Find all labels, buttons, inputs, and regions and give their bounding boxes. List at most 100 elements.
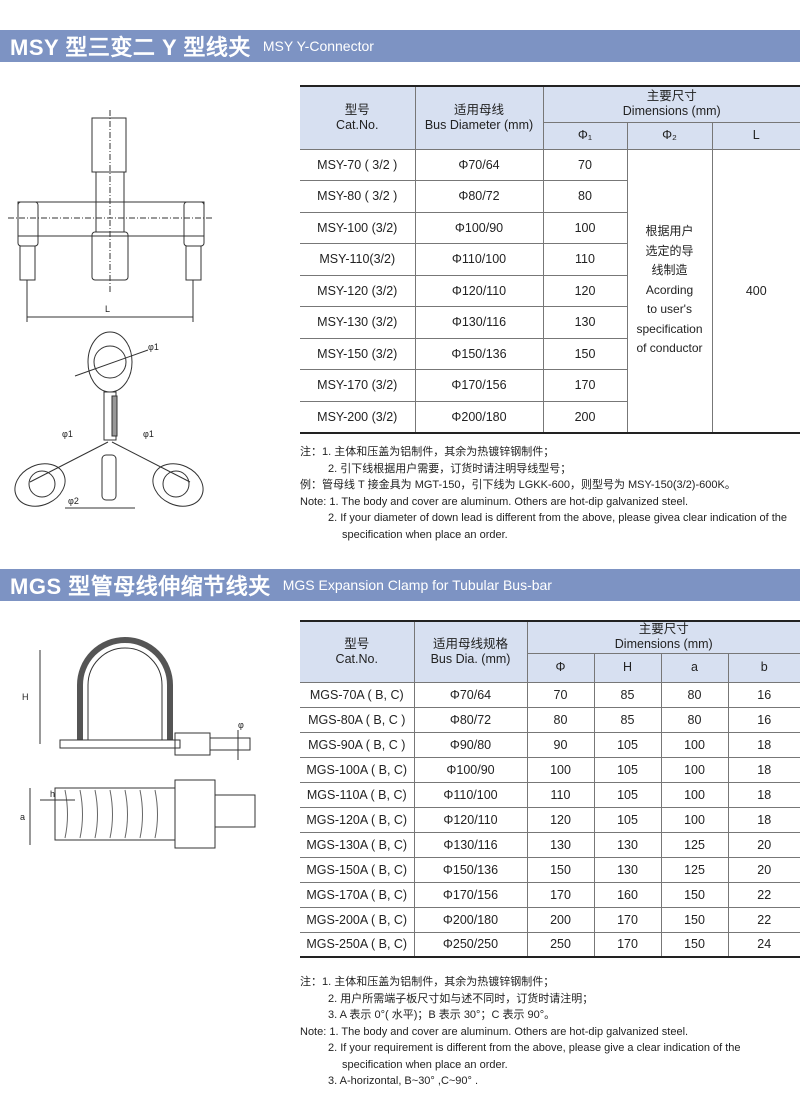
header-bus-cn: 适用母线规格: [432, 636, 508, 651]
header-dims-cn: 主要尺寸: [638, 622, 689, 637]
cell-phi1: 200: [542, 400, 627, 433]
cell-bus: Φ200/180: [413, 906, 528, 933]
header-model-en: Cat.No.: [335, 651, 378, 666]
note-line: 注：1. 主体和压盖为铝制件，其余为热镀锌钢制件；: [300, 976, 555, 988]
cell-model: MGS-100A ( B, C): [300, 756, 415, 783]
cell-model: MGS-150A ( B, C): [300, 856, 415, 883]
note-line: Note: 1. The body and cover are aluminum…: [300, 1025, 689, 1038]
cell-bus: Φ170/156: [414, 369, 544, 402]
section-title-en: MGS Expansion Clamp for Tubular Bus-bar: [282, 577, 552, 593]
note-line: 注：1. 主体和压盖为铝制件，其余为热镀锌钢制件；: [300, 446, 555, 458]
dim-label-h: h: [50, 789, 55, 799]
msy-notes: 注：1. 主体和压盖为铝制件，其余为热镀锌钢制件； 2. 引下线根据用户需要，订…: [300, 444, 787, 543]
dim-label-phi1-right: φ1: [143, 429, 154, 439]
merged-text-line: 根据用户: [645, 224, 694, 239]
cell-model: MGS-120A ( B, C): [300, 806, 415, 833]
cell-b: 16: [727, 681, 800, 708]
cell-a: 150: [660, 906, 729, 933]
cell-b: 16: [727, 706, 800, 733]
cell-phi: 70: [526, 681, 595, 708]
cell-model: MGS-250A ( B, C): [300, 931, 415, 958]
cell-phi: 120: [526, 806, 595, 833]
cell-phi: 170: [526, 881, 595, 908]
cell-H: 130: [593, 856, 662, 883]
cell-phi: 130: [526, 831, 595, 858]
note-line: 3. A-horizontal, B~30° ,C~90° .: [328, 1075, 479, 1087]
cell-H: 160: [593, 881, 662, 908]
dim-label-phi1-left: φ1: [62, 429, 73, 439]
dim-label-L: L: [105, 304, 110, 314]
header-phi2: Φ₂: [626, 121, 713, 150]
cell-model: MGS-110A ( B, C): [300, 781, 415, 808]
cell-H: 85: [593, 681, 662, 708]
cell-phi: 110: [526, 781, 595, 808]
cell-model: MSY-120 (3/2): [300, 274, 416, 307]
cell-b: 24: [727, 931, 800, 958]
merged-text-line: 线制造: [651, 263, 688, 278]
msy-drawing: L φ1 φ1 φ1 φ2: [8, 110, 214, 509]
cell-b: 18: [727, 731, 800, 758]
cell-phi: 200: [526, 906, 595, 933]
note-line: 3. A 表示 0°( 水平)；B 表示 30°；C 表示 90°。: [328, 1009, 556, 1021]
cell-model: MSY-110(3/2): [300, 243, 416, 276]
cell-model: MGS-70A ( B, C): [300, 681, 415, 708]
cell-model: MSY-100 (3/2): [300, 211, 416, 244]
merged-text-line: to user's: [647, 302, 692, 317]
cell-b: 20: [727, 831, 800, 858]
cell-a: 100: [660, 806, 729, 833]
dim-label-H: H: [22, 692, 29, 702]
cell-bus: Φ120/110: [413, 806, 528, 833]
header-dims-en: Dimensions (mm): [614, 637, 713, 652]
note-line: 2. If your requirement is different from…: [328, 1042, 741, 1054]
cell-bus: Φ120/110: [414, 274, 544, 307]
note-line: specification when place an order.: [342, 1058, 508, 1071]
cell-bus: Φ150/136: [413, 856, 528, 883]
header-L: L: [711, 121, 800, 150]
cell-phi1: 150: [542, 337, 627, 370]
cell-phi1: 70: [542, 148, 628, 181]
cell-phi1: 110: [542, 243, 627, 276]
cell-H: 170: [593, 931, 662, 958]
cell-bus: Φ100/90: [414, 211, 544, 244]
dim-label-phi2: φ2: [68, 496, 79, 506]
cell-model: MSY-170 (3/2): [300, 369, 416, 402]
cell-bus: Φ70/64: [414, 148, 544, 181]
cell-bus: Φ110/100: [413, 781, 528, 808]
mgs-drawing: φ H h a: [20, 637, 256, 849]
header-phi: Φ: [527, 652, 595, 683]
note-line: 例：管母线 T 接金具为 MGT-150，引下线为 LGKK-600，则型号为 …: [300, 479, 736, 491]
note-line: 2. 引下线根据用户需要，订货时请注明导线型号；: [328, 462, 572, 475]
cell-bus: Φ80/72: [413, 706, 528, 733]
header-dims-en: Dimensions (mm): [622, 104, 721, 119]
merged-text-line: 选定的导: [645, 243, 694, 258]
section-title-cn: MSY 型三变二 Y 型线夹: [10, 35, 251, 60]
section-header-mgs: MGS 型管母线伸缩节线夹 MGS Expansion Clamp for Tu…: [0, 569, 800, 601]
cell-H: 85: [593, 706, 662, 733]
cell-a: 150: [660, 931, 729, 958]
cell-phi1: 130: [542, 306, 627, 339]
dim-label-a: a: [20, 812, 25, 822]
cell-b: 22: [727, 906, 800, 933]
cell-bus: Φ150/136: [414, 337, 544, 370]
section-title-cn: MGS 型管母线伸缩节线夹: [10, 574, 271, 599]
dim-label-phi1: φ1: [148, 342, 159, 352]
cell-a: 100: [660, 781, 729, 808]
cell-a: 150: [660, 881, 729, 908]
cell-bus: Φ130/116: [414, 306, 544, 339]
cell-phi: 90: [526, 731, 595, 758]
header-bus-en: Bus Diameter (mm): [424, 117, 534, 132]
cell-phi: 150: [526, 856, 595, 883]
merged-text-line: of conductor: [636, 341, 703, 356]
cell-bus: Φ170/156: [413, 881, 528, 908]
cell-model: MSY-80 ( 3/2 ): [300, 180, 416, 213]
